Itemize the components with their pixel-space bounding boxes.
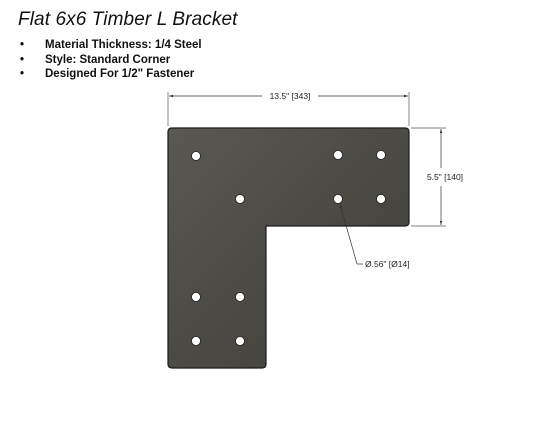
hole	[191, 292, 201, 302]
page-title: Flat 6x6 Timber L Bracket	[18, 9, 238, 30]
hole	[191, 336, 201, 346]
hole-diameter-label: Ø.56" [Ø14]	[365, 259, 410, 269]
hole	[191, 151, 201, 161]
height-dimension: 5.5" [140]	[411, 127, 463, 227]
spec-item: • Material Thickness: 1/4 Steel	[20, 38, 202, 53]
hole	[376, 194, 386, 204]
leader-line	[339, 203, 358, 265]
hole	[376, 150, 386, 160]
spec-item: • Style: Standard Corner	[20, 53, 202, 68]
width-label: 13.5" [343]	[270, 91, 311, 101]
hole-callout: Ø.56" [Ø14]	[339, 203, 410, 269]
fastener-holes	[191, 150, 386, 346]
hole	[333, 194, 343, 204]
spec-text: Material Thickness: 1/4 Steel	[45, 39, 202, 51]
spec-item: • Designed For 1/2" Fastener	[20, 67, 202, 82]
height-label: 5.5" [140]	[427, 172, 463, 182]
bullet-icon: •	[20, 53, 25, 66]
width-dimension: 13.5" [343]	[167, 91, 410, 126]
spec-text: Designed For 1/2" Fastener	[45, 68, 195, 80]
hole	[333, 150, 343, 160]
bracket-plate	[167, 127, 410, 369]
spec-list: • Material Thickness: 1/4 Steel • Style:…	[20, 38, 202, 82]
bullet-icon: •	[20, 39, 25, 51]
hole	[235, 194, 245, 204]
hole	[235, 336, 245, 346]
bullet-icon: •	[20, 68, 25, 80]
spec-text: Style: Standard Corner	[45, 53, 171, 66]
hole	[235, 292, 245, 302]
